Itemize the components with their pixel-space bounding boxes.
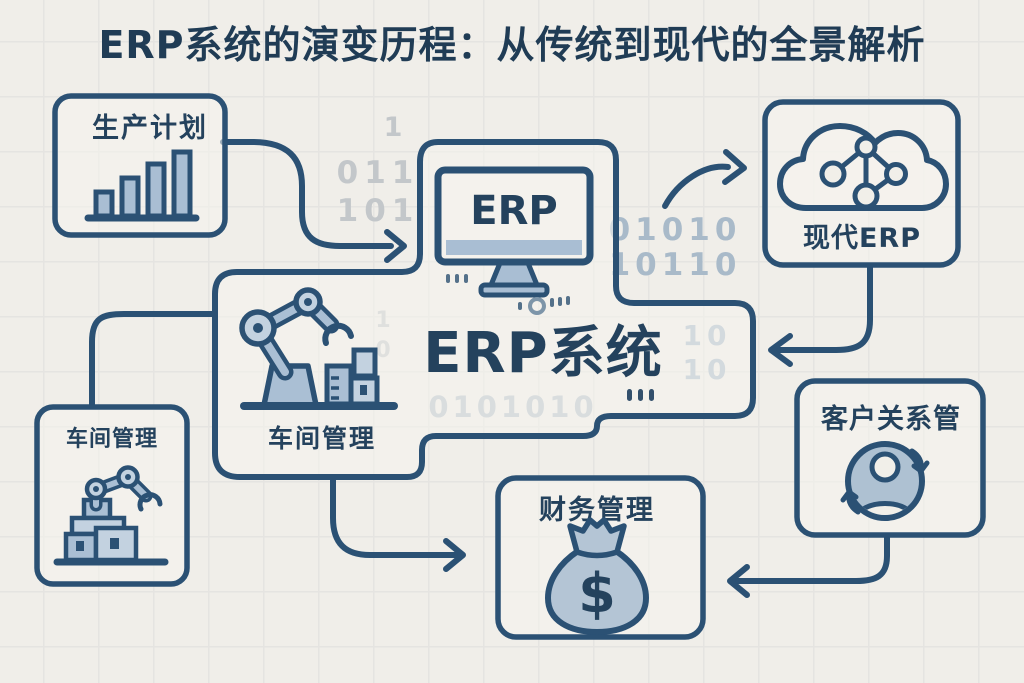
connector-erp-to-modern <box>662 149 747 209</box>
factory-robot-icon <box>53 465 169 566</box>
monitor-icon: ERP <box>434 166 594 298</box>
modern-erp-box: 现代ERP <box>762 99 961 268</box>
gripper-claw <box>137 492 163 512</box>
workshop-center-label: 车间管理 <box>268 424 376 453</box>
connector-erp-to-finance <box>330 476 466 572</box>
monitor-screen-label: ERP <box>470 188 557 234</box>
erp-system-label: ERP系统 <box>423 321 662 386</box>
binary-digits: 101 <box>337 193 420 229</box>
finance-label: 财务管理 <box>539 495 655 526</box>
arrowhead-left <box>727 564 750 598</box>
bag-knot <box>567 517 627 559</box>
production-planning-label: 生产计划 <box>92 113 208 144</box>
money-bag-icon: $ <box>545 517 649 635</box>
erp-system-bubble: ERP <box>212 139 756 480</box>
robot-arm-icon <box>239 287 398 410</box>
data-flow-ticks <box>446 274 654 401</box>
arrowhead-left <box>768 333 793 367</box>
crm-label: 客户关系管 <box>821 403 961 435</box>
arrowhead-right <box>722 149 747 185</box>
cloud-network-icon <box>777 123 949 211</box>
connector-crm-to-finance <box>727 534 890 598</box>
monitor-base <box>478 282 550 298</box>
workshop-label: 车间管理 <box>66 426 158 452</box>
person-sync-icon <box>840 441 930 521</box>
crates-icon <box>63 515 139 563</box>
binary-digits: 011 <box>337 155 420 191</box>
production-planning-box: 生产计划 <box>52 93 228 238</box>
page-title: ERP系统的演变历程：从传统到现代的全景解析 <box>98 23 925 67</box>
binary-digit: 1 <box>384 112 409 143</box>
monitor-taskbar <box>446 240 582 255</box>
arrowhead-right <box>384 229 407 263</box>
binary-digits: 01010 <box>609 212 742 248</box>
workshop-box: 车间管理 <box>34 404 190 587</box>
finance-box: 财务管理 $ <box>495 475 706 640</box>
connector-modern-to-erp <box>768 264 873 367</box>
gripper-claw <box>322 322 354 346</box>
arrowhead-right <box>443 538 466 572</box>
monitor-stand <box>488 260 540 288</box>
dollar-symbol: $ <box>578 562 616 625</box>
modern-erp-label: 现代ERP <box>803 223 921 254</box>
connector-production-to-erp <box>220 139 407 263</box>
bar-chart-icon <box>84 149 200 222</box>
binary-digits: 10110 <box>609 247 742 283</box>
connector-workshop-to-erp <box>89 311 216 408</box>
crm-box: 客户关系管 <box>794 378 986 538</box>
person-head <box>869 451 901 483</box>
